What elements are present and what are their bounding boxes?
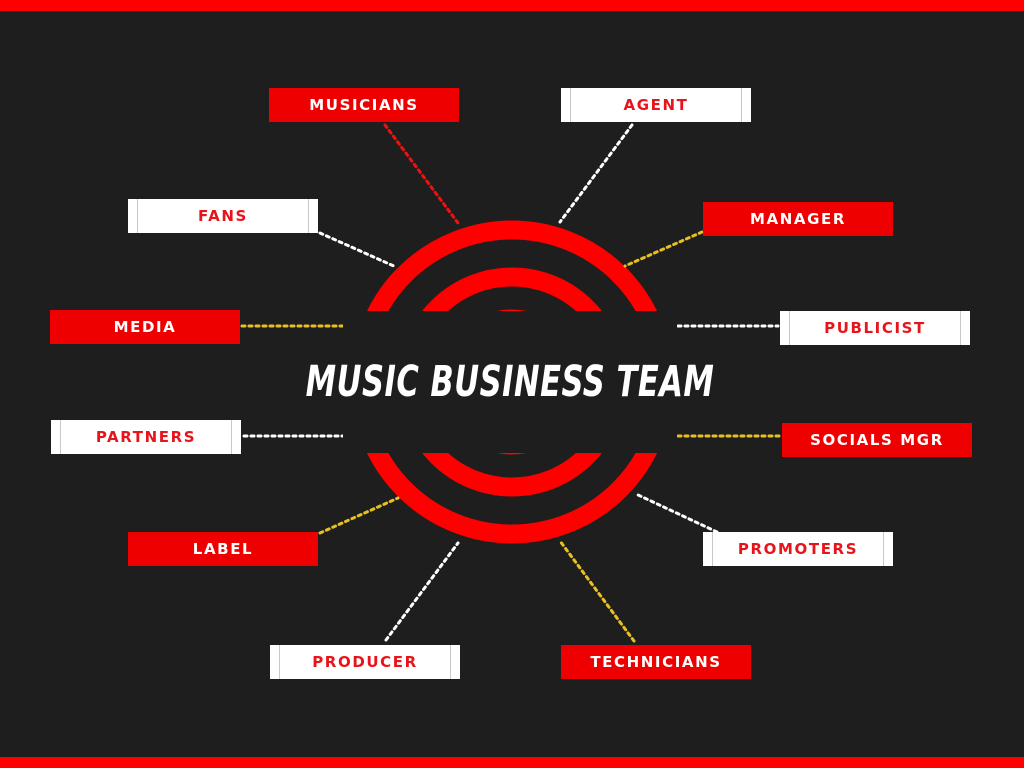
connector-manager: [623, 230, 704, 268]
node-media: MEDIA: [50, 310, 240, 344]
connector-producer: [384, 541, 460, 642]
connector-technicians: [558, 539, 636, 643]
node-socials-mgr: SOCIALS MGR: [782, 423, 972, 457]
node-musicians: MUSICIANS: [269, 88, 459, 122]
connector-label: [318, 496, 400, 535]
bottom-accent-bar: [0, 757, 1024, 768]
top-accent-bar: [0, 0, 1024, 11]
node-promoters: PROMOTERS: [703, 532, 893, 566]
connector-fans: [318, 231, 398, 269]
diagram-title: MUSIC BUSINESS TEAM: [305, 357, 715, 407]
node-partners: PARTNERS: [51, 420, 241, 454]
node-label: LABEL: [128, 532, 318, 566]
connector-promoters: [634, 492, 719, 534]
connector-agent: [558, 123, 634, 224]
node-fans: FANS: [128, 199, 318, 233]
node-publicist: PUBLICIST: [780, 311, 970, 345]
node-producer: PRODUCER: [270, 645, 460, 679]
node-technicians: TECHNICIANS: [561, 645, 751, 679]
connector-musicians: [383, 123, 460, 225]
title-band: MUSIC BUSINESS TEAM: [306, 311, 714, 453]
node-agent: AGENT: [561, 88, 751, 122]
node-manager: MANAGER: [703, 202, 893, 236]
